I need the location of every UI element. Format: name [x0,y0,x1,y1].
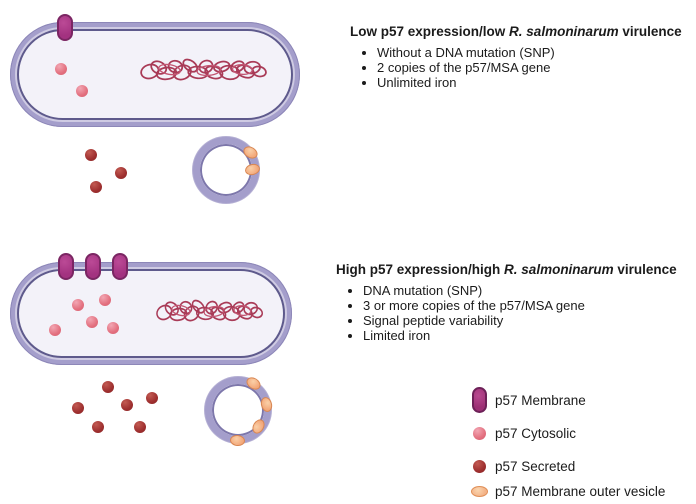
bullet-item: 2 copies of the p57/MSA gene [377,60,695,75]
p57-vesicle-protein [229,434,246,447]
p57-secreted-dot [90,181,102,193]
bullet-item: Limited iron [363,328,696,343]
bullet-item: Without a DNA mutation (SNP) [377,45,695,60]
p57-cytosolic-dot [49,324,61,336]
p57-secreted-dot [92,421,104,433]
p57-cytosolic-dot [55,63,67,75]
legend-item-membrane: p57 Membrane [470,387,586,413]
p57-membrane-protein [58,253,74,280]
low-virulence-bullet-list: Without a DNA mutation (SNP) 2 copies of… [350,45,695,90]
high-virulence-text-block: High p57 expression/high R. salmoninarum… [336,262,696,343]
p57-cytosolic-dot [86,316,98,328]
dna-coil [140,58,267,81]
dna-coil [156,299,264,322]
p57-cytosolic-dot [99,294,111,306]
p57-membrane-protein [112,253,128,280]
low-virulence-title: Low p57 expression/low R. salmoninarum v… [350,24,695,40]
bullet-item: 3 or more copies of the p57/MSA gene [363,298,696,313]
high-virulence-title: High p57 expression/high R. salmoninarum… [336,262,696,278]
legend-label: p57 Membrane outer vesicle [495,483,666,499]
species-name: R. salmoninarum [509,24,619,39]
p57-membrane-protein [57,14,73,41]
p57-cytosolic-dot [72,299,84,311]
bullet-item: DNA mutation (SNP) [363,283,696,298]
title-prefix: Low p57 expression/low [350,24,510,39]
p57-cytosolic-dot [76,85,88,97]
high-virulence-bullet-list: DNA mutation (SNP) 3 or more copies of t… [336,283,696,343]
bullet-item: Signal peptide variability [363,313,696,328]
legend-label: p57 Secreted [495,458,576,474]
p57-cytosolic-dot [107,322,119,334]
membrane-pill-icon [470,387,488,413]
outer-vesicle-dot-icon [470,485,488,497]
p57-secreted-dot [134,421,146,433]
title-prefix: High p57 expression/high [336,262,505,277]
legend-label: p57 Membrane [495,392,586,408]
bullet-item: Unlimited iron [377,75,695,90]
p57-secreted-dot [72,402,84,414]
membrane-outer-vesicle [205,377,271,443]
p57-secreted-dot [115,167,127,179]
legend-item-outer-vesicle: p57 Membrane outer vesicle [470,478,665,504]
low-virulence-text-block: Low p57 expression/low R. salmoninarum v… [350,24,695,90]
title-suffix: virulence [618,24,682,39]
cytosolic-dot-icon [470,426,488,440]
legend-label: p57 Cytosolic [495,425,577,441]
p57-secreted-dot [102,381,114,393]
p57-membrane-protein [85,253,101,280]
species-name: R. salmoninarum [504,262,614,277]
legend-item-cytosolic: p57 Cytosolic [470,420,576,446]
p57-secreted-dot [146,392,158,404]
legend-item-secreted: p57 Secreted [470,453,575,479]
secreted-dot-icon [470,459,488,473]
p57-secreted-dot [85,149,97,161]
title-suffix: virulence [613,262,677,277]
p57-secreted-dot [121,399,133,411]
